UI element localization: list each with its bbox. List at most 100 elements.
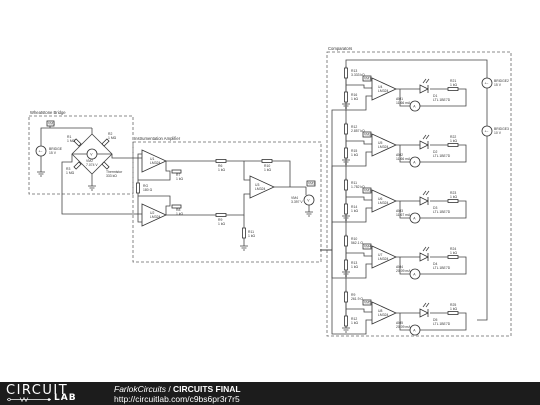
comparator-opamp-5[interactable]	[371, 301, 397, 325]
resistor-r11[interactable]	[242, 227, 246, 239]
comparator-rled-5[interactable]	[447, 311, 459, 315]
svg-text:D2: D2	[433, 150, 437, 154]
svg-text:U2: U2	[150, 211, 154, 215]
svg-text:RG: RG	[143, 184, 148, 188]
svg-text:A: A	[413, 216, 416, 220]
amp-vm3-probe[interactable]	[306, 180, 316, 187]
bridge-r3[interactable]	[73, 161, 82, 170]
svg-text:1 kΩ: 1 kΩ	[351, 265, 359, 269]
comparator-opamp-3[interactable]	[371, 189, 397, 213]
comparator-rtop-5[interactable]	[344, 291, 348, 303]
circuit-url[interactable]: http://circuitlab.com/c9bs6pr3r7r5	[114, 394, 240, 404]
resistor-r6[interactable]	[215, 159, 227, 163]
resistor-r9[interactable]	[215, 213, 227, 217]
svg-text:R22: R22	[450, 135, 456, 139]
comparator-rled-4[interactable]	[447, 255, 459, 259]
resistor-r8[interactable]	[171, 204, 182, 209]
svg-text:LM324: LM324	[378, 313, 388, 317]
comparator-rbot-1[interactable]	[344, 91, 348, 103]
svg-text:R15: R15	[351, 149, 357, 153]
svg-text:R21: R21	[450, 79, 456, 83]
svg-text:1.782 kΩ: 1.782 kΩ	[351, 185, 365, 189]
svg-text:A: A	[413, 104, 416, 108]
comparator-rtop-2[interactable]	[344, 123, 348, 135]
comparator-opamp-1[interactable]	[371, 77, 397, 101]
svg-text:1 kΩ: 1 kΩ	[450, 83, 458, 87]
svg-text:R2: R2	[108, 132, 112, 136]
circuit-title: CIRCUITS FINAL	[173, 384, 241, 394]
svg-text:U5: U5	[378, 141, 382, 145]
comparator-rtop-1[interactable]	[344, 67, 348, 79]
svg-text:R24: R24	[450, 247, 456, 251]
comparator-rbot-2[interactable]	[344, 147, 348, 159]
svg-text:D4: D4	[433, 262, 437, 266]
credit-line: FarlokCircuits / CIRCUITS FINAL	[114, 384, 241, 394]
resistor-rg[interactable]	[136, 182, 140, 194]
comparator-led-2[interactable]	[419, 140, 429, 150]
bridge-source-name: BRIDGE	[49, 147, 63, 151]
svg-text:V: V	[90, 152, 93, 156]
comparator-vm-probe-5[interactable]	[362, 299, 372, 306]
comparator-led-1[interactable]	[419, 84, 429, 94]
svg-text:2.857 kΩ: 2.857 kΩ	[351, 129, 365, 133]
opamp-u1[interactable]	[141, 149, 167, 173]
svg-text:R12: R12	[351, 125, 357, 129]
comparator-opamp-2[interactable]	[371, 133, 397, 157]
bridge-thermistor[interactable]	[101, 161, 110, 170]
svg-text:V: V	[307, 198, 310, 202]
svg-text:BRIDGE2: BRIDGE2	[494, 79, 509, 83]
comparator-vm-probe-1[interactable]	[362, 75, 372, 82]
comparator-vm-probe-4[interactable]	[362, 243, 372, 250]
opamp-u3[interactable]	[249, 175, 275, 199]
resistor-r7[interactable]	[171, 169, 182, 174]
bridge-vm1-probe[interactable]	[46, 120, 55, 127]
svg-text:VM5: VM5	[364, 301, 371, 305]
svg-text:R9: R9	[351, 293, 355, 297]
comparator-vm-probe-2[interactable]	[362, 131, 372, 138]
comparator-rbot-4[interactable]	[344, 259, 348, 271]
svg-text:R25: R25	[450, 303, 456, 307]
schematic-canvas: Wheatstone Bridge +− BRIDGE 15 V VM1 R1 …	[28, 46, 512, 337]
svg-text:VM1: VM1	[364, 77, 371, 81]
author-link[interactable]: FarlokCircuits	[114, 384, 166, 394]
comparator-rbot-5[interactable]	[344, 315, 348, 327]
svg-text:U1: U1	[150, 157, 154, 161]
comparator-ammeter-3[interactable]	[409, 212, 421, 224]
comparator-ammeter-5[interactable]	[409, 324, 421, 336]
comparator-rled-3[interactable]	[447, 199, 459, 203]
comparator-rtop-4[interactable]	[344, 235, 348, 247]
comparator-rtop-3[interactable]	[344, 179, 348, 191]
bridge-r2[interactable]	[101, 138, 110, 147]
comparator-led-3[interactable]	[419, 196, 429, 206]
comparator-led-5[interactable]	[419, 308, 429, 318]
opamp-u2[interactable]	[141, 203, 167, 227]
comparator-ammeter-1[interactable]	[409, 100, 421, 112]
comparator-led-4[interactable]	[419, 252, 429, 262]
svg-text:3.333 kΩ: 3.333 kΩ	[351, 73, 365, 77]
svg-text:261.9 Ω: 261.9 Ω	[351, 297, 363, 301]
comparator-rbot-3[interactable]	[344, 203, 348, 215]
svg-text:1 kΩ: 1 kΩ	[176, 212, 184, 216]
svg-text:D5: D5	[433, 318, 437, 322]
svg-text:VM1: VM1	[48, 122, 55, 126]
comparator-rled-1[interactable]	[447, 87, 459, 91]
bridge-r1[interactable]	[73, 138, 82, 147]
comparator-opamp-4[interactable]	[371, 245, 397, 269]
svg-text:LM324: LM324	[150, 215, 160, 219]
circuitlab-logo[interactable]: CIRCUIT LAB	[6, 383, 94, 403]
comparator-ammeter-4[interactable]	[409, 268, 421, 280]
svg-text:R9: R9	[218, 218, 222, 222]
comparator-ammeter-2[interactable]	[409, 156, 421, 168]
svg-text:R23: R23	[450, 191, 456, 195]
svg-text:1 kΩ: 1 kΩ	[450, 251, 458, 255]
svg-text:LTL 1BE7D: LTL 1BE7D	[433, 266, 451, 270]
svg-text:U8: U8	[378, 309, 382, 313]
comparator-rled-2[interactable]	[447, 143, 459, 147]
svg-text:AM1: AM1	[396, 97, 403, 101]
svg-text:LTL 1BE7D: LTL 1BE7D	[433, 98, 451, 102]
comparator-vm-probe-3[interactable]	[362, 187, 372, 194]
svg-text:A: A	[413, 272, 416, 276]
resistor-r10[interactable]	[261, 159, 273, 163]
